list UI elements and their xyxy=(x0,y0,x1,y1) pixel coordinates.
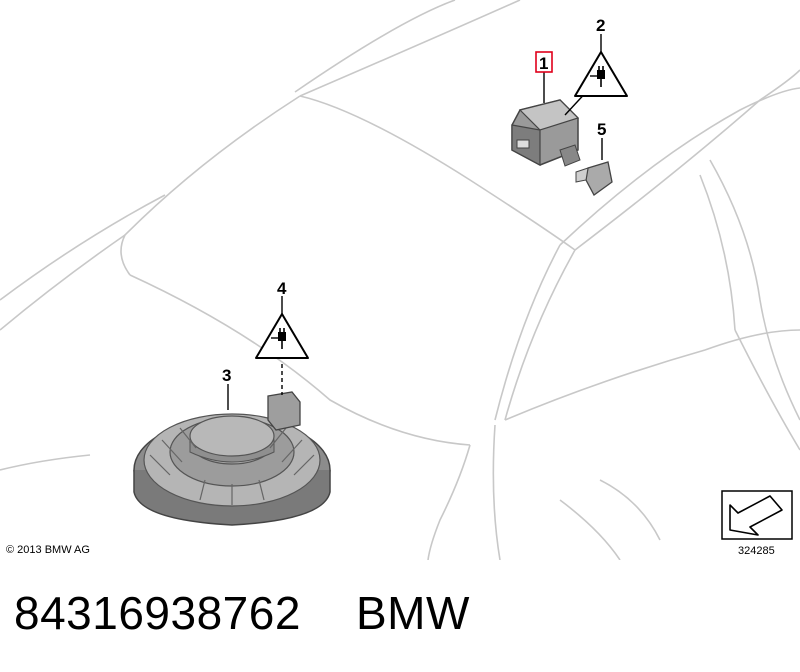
callout-2[interactable]: 2 xyxy=(596,16,605,35)
callout-3[interactable]: 3 xyxy=(222,366,231,385)
electrical-connector-warning-icon xyxy=(255,313,309,359)
electrical-connector-warning-icon xyxy=(574,51,628,97)
direction-arrow-icon xyxy=(721,490,793,540)
parts-diagram: 1 2 3 4 5 © 2013 BMW AG 324285 xyxy=(0,0,800,560)
diagram-id: 324285 xyxy=(738,545,775,557)
callout-1[interactable]: 1 xyxy=(539,54,548,73)
car-outline xyxy=(0,0,800,560)
control-unit-part xyxy=(511,99,581,167)
copyright-text: © 2013 BMW AG xyxy=(6,544,90,556)
part-number: 84316938762 xyxy=(14,587,301,639)
connector-part xyxy=(575,161,613,196)
callout-5[interactable]: 5 xyxy=(597,120,606,139)
callout-highlight-box xyxy=(535,51,553,73)
speaker-part xyxy=(133,391,331,526)
callout-4[interactable]: 4 xyxy=(277,279,287,298)
brand-name: BMW xyxy=(356,587,470,639)
